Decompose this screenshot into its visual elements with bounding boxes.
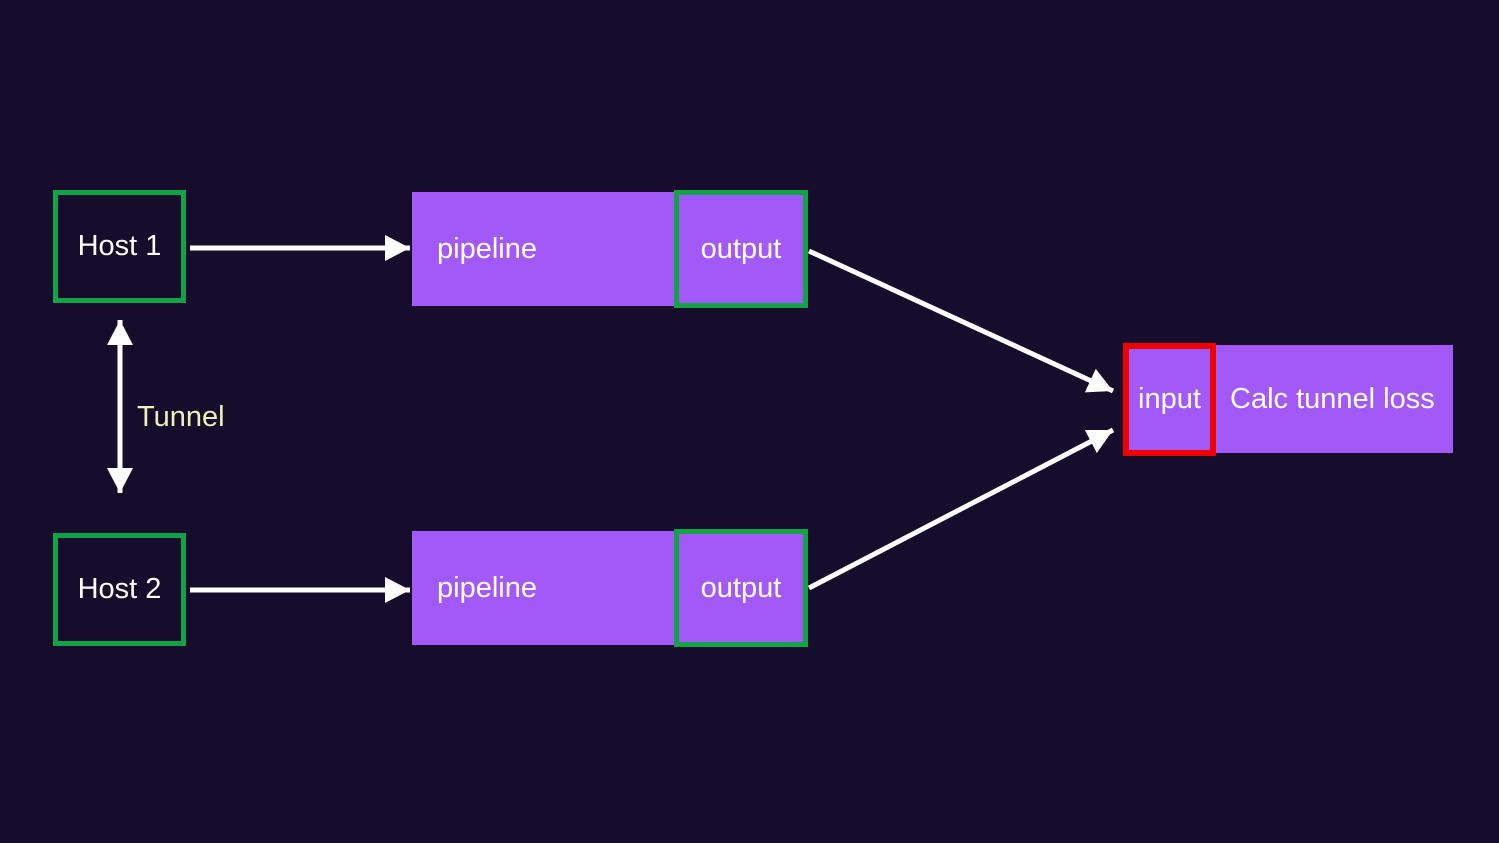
node-calc-tunnel-loss-label: Calc tunnel loss: [1230, 382, 1435, 415]
node-pipeline-2-label: pipeline: [437, 571, 537, 604]
node-calc-tunnel-loss: Calc tunnel loss: [1216, 345, 1453, 453]
node-host-2: Host 2: [53, 533, 186, 646]
node-host-2-label: Host 2: [77, 573, 162, 605]
node-output-1-label: output: [700, 232, 782, 265]
node-input-label: input: [1138, 383, 1201, 415]
node-output-2: output: [674, 529, 808, 647]
node-output-1: output: [674, 190, 808, 308]
node-host-1: Host 1: [53, 190, 186, 303]
node-pipeline-1-label: pipeline: [437, 232, 537, 265]
node-host-1-label: Host 1: [77, 230, 162, 262]
arrow-output2-to-input: [807, 427, 1115, 591]
node-output-2-label: output: [700, 571, 782, 604]
arrow-output1-to-input: [807, 248, 1115, 394]
node-input: input: [1123, 343, 1216, 456]
tunnel-edge-label: Tunnel: [137, 401, 225, 433]
